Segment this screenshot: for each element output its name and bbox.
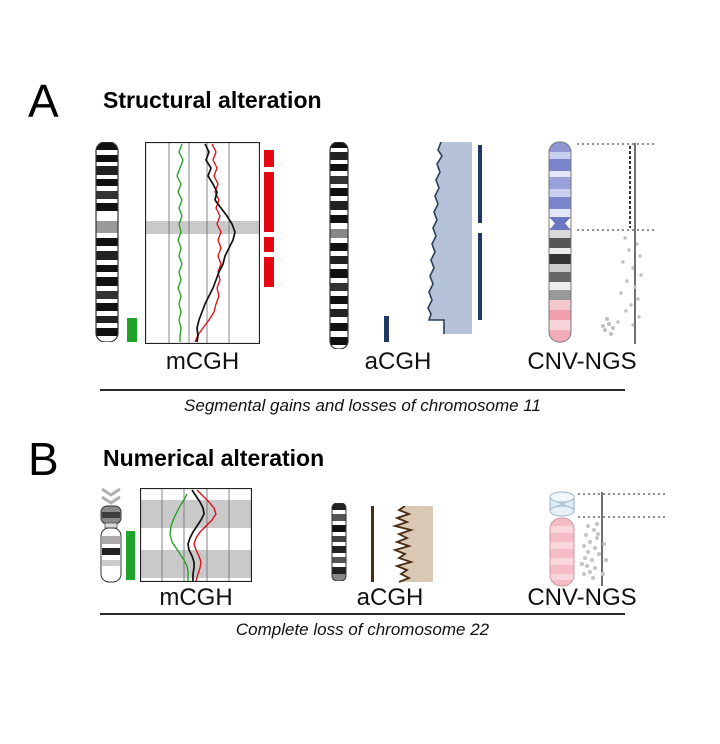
cnv-chromosome-a-bands [549, 142, 571, 342]
chromosome-11-ideogram [95, 142, 119, 342]
red-alteration-bars [264, 150, 274, 287]
panel-a-caption: Segmental gains and losses of chromosome… [184, 396, 541, 415]
panel-b-title: Numerical alteration [103, 445, 325, 471]
acgh-chromosome-a-bands [330, 142, 348, 349]
acgh-label-b: aCGH [356, 584, 424, 611]
acgh-blue-segment-small [384, 316, 389, 342]
chromosome-22-ideogram [100, 487, 122, 583]
mcgh-gridlines-a [168, 143, 230, 343]
gray-band-upper-b [141, 500, 251, 528]
mcgh-plot-b [140, 488, 252, 582]
acgh-profile-a [427, 142, 472, 334]
panel-b-caption: Complete loss of chromosome 22 [235, 620, 490, 639]
acgh-profile-fill [428, 142, 472, 334]
mcgh-curve-green-a [176, 143, 184, 342]
panel-a-title: Structural alteration [103, 87, 322, 113]
cnv-chromosome-b-body [550, 518, 574, 586]
gray-band-lower-b [141, 550, 251, 578]
chromosome-11-bands [96, 142, 118, 342]
centromere-waist [104, 522, 118, 529]
panel-b-separator [100, 613, 625, 615]
panel-a-label: A [28, 75, 59, 127]
acgh-chromosome-b [331, 503, 347, 581]
mcgh-gridlines-b [161, 489, 230, 581]
panel-a-separator [100, 389, 625, 391]
mcgh-curve-black-b [187, 489, 205, 581]
acgh-reference-line-b [371, 506, 374, 582]
cnv-ngs-label-b: CNV-NGS [527, 584, 637, 611]
cnv-ngs-panel-b [549, 491, 666, 587]
mcgh-curve-red-a [194, 143, 222, 343]
acgh-profile-trace-b [391, 506, 415, 583]
acgh-profile-trace [427, 142, 445, 334]
mcgh-curve-black-a [196, 143, 236, 343]
green-marker-bar-a [127, 318, 137, 342]
acgh-profile-fill-b [395, 506, 433, 582]
cnv-scatter-dots-a [601, 236, 643, 336]
mcgh-label-a: mCGH [165, 348, 240, 375]
acgh-call-bars-a [478, 145, 482, 320]
green-marker-bar-b [126, 531, 135, 580]
mcgh-curve-red-b [193, 489, 217, 582]
acgh-chromosome-b-bands [332, 503, 346, 581]
mcgh-label-b: mCGH [159, 584, 233, 611]
acgh-chromosome-a [329, 142, 349, 349]
panel-b-label: B [28, 433, 59, 485]
acgh-profile-b [391, 506, 433, 583]
cnv-chromosome-b-cap [549, 491, 575, 517]
acgh-label-a: aCGH [364, 348, 432, 375]
satellite-chevron-1 [101, 487, 121, 497]
mcgh-plot-a [145, 142, 260, 344]
satellite-chevron-2 [101, 495, 121, 505]
cnv-ngs-label-a: CNV-NGS [527, 348, 637, 375]
mcgh-curve-green-b [169, 493, 189, 581]
cnv-ngs-panel-a [548, 141, 657, 344]
centromere-band [146, 221, 259, 234]
cnv-scatter-dots-b [580, 522, 608, 580]
